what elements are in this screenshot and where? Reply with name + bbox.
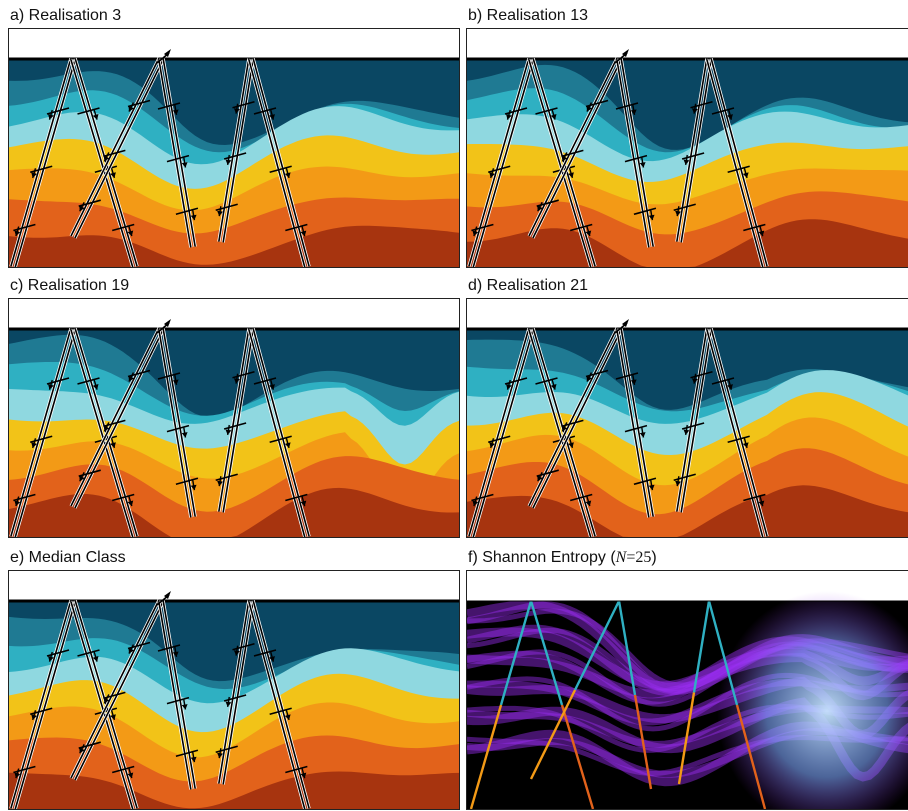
entropy-fault-5	[677, 600, 711, 785]
geology-section-realisation-19	[9, 299, 459, 537]
fault-arrow-top	[614, 319, 629, 334]
fault-3	[527, 57, 623, 239]
entropy-fault-6	[707, 600, 767, 809]
fault-2	[527, 57, 597, 267]
panel-f-title-text: f) Shannon Entropy (	[468, 549, 616, 566]
panel-a-plot	[8, 28, 460, 268]
panel-d: d) Realisation 21	[466, 276, 908, 538]
fault-1	[9, 599, 77, 809]
fault-3	[69, 327, 165, 509]
panel-c-plot	[8, 298, 460, 538]
geology-section-realisation-21	[467, 299, 908, 537]
entropy-fault-4	[617, 600, 653, 790]
layer-7	[467, 485, 908, 537]
fault-3	[527, 327, 623, 509]
fault-arrow-top	[156, 319, 171, 334]
geology-section-median-class	[9, 571, 459, 809]
panel-b-title: b) Realisation 13	[468, 7, 589, 24]
fault-3	[69, 57, 165, 239]
panel-b-plot	[466, 28, 908, 268]
geology-section-realisation-3	[9, 29, 459, 267]
fault-1	[9, 57, 77, 267]
fault-5	[673, 58, 713, 243]
panel-b: b) Realisation 13	[466, 6, 908, 268]
fault-6	[247, 328, 311, 537]
fault-6	[247, 58, 311, 267]
panel-c-title: c) Realisation 19	[10, 277, 130, 294]
fault-4	[615, 328, 657, 518]
fault-6	[705, 58, 769, 267]
panel-f-plot	[466, 570, 908, 810]
panel-f-title-variable: N	[615, 549, 627, 566]
fault-4	[157, 328, 199, 518]
fault-arrow-top	[156, 591, 171, 606]
fault-arrow-top	[614, 49, 629, 64]
panel-e-title: e) Median Class	[10, 549, 126, 566]
panel-d-title: d) Realisation 21	[468, 277, 589, 294]
panel-f-title-close: )	[651, 549, 657, 566]
fault-3	[69, 599, 165, 781]
fault-6	[705, 328, 769, 537]
fault-arrow-top	[156, 49, 171, 64]
entropy-fault-2	[529, 600, 595, 809]
fault-1	[467, 57, 535, 267]
panel-a-title: a) Realisation 3	[10, 7, 122, 24]
fault-4	[157, 600, 199, 790]
layer-7	[9, 487, 459, 537]
fault-4	[157, 58, 199, 248]
fault-5	[215, 58, 255, 243]
panel-e: e) Median Class	[8, 548, 460, 810]
fault-5	[673, 328, 713, 513]
layer-7	[467, 219, 908, 267]
layer-7	[9, 771, 459, 809]
panel-f-title-equals: =	[626, 549, 636, 566]
panel-d-plot	[466, 298, 908, 538]
entropy-fault-3	[529, 600, 621, 780]
fault-1	[467, 327, 535, 537]
panel-f: f) Shannon Entropy (N=25)	[466, 548, 908, 810]
fault-1	[9, 327, 77, 537]
fault-5	[215, 328, 255, 513]
geology-section-realisation-13	[467, 29, 908, 267]
layer-7	[9, 225, 459, 267]
panel-e-plot	[8, 570, 460, 810]
fault-4	[615, 58, 657, 248]
fault-5	[215, 600, 255, 785]
panel-a: a) Realisation 3	[8, 6, 460, 268]
panel-f-title-value: 25	[635, 549, 652, 566]
panel-f-title: f) Shannon Entropy (N=25)	[468, 548, 657, 568]
entropy-hotspot	[717, 591, 908, 809]
panel-c: c) Realisation 19	[8, 276, 460, 538]
shannon-entropy-map	[467, 571, 908, 809]
fault-6	[247, 600, 311, 809]
entropy-fault-1	[469, 600, 533, 809]
